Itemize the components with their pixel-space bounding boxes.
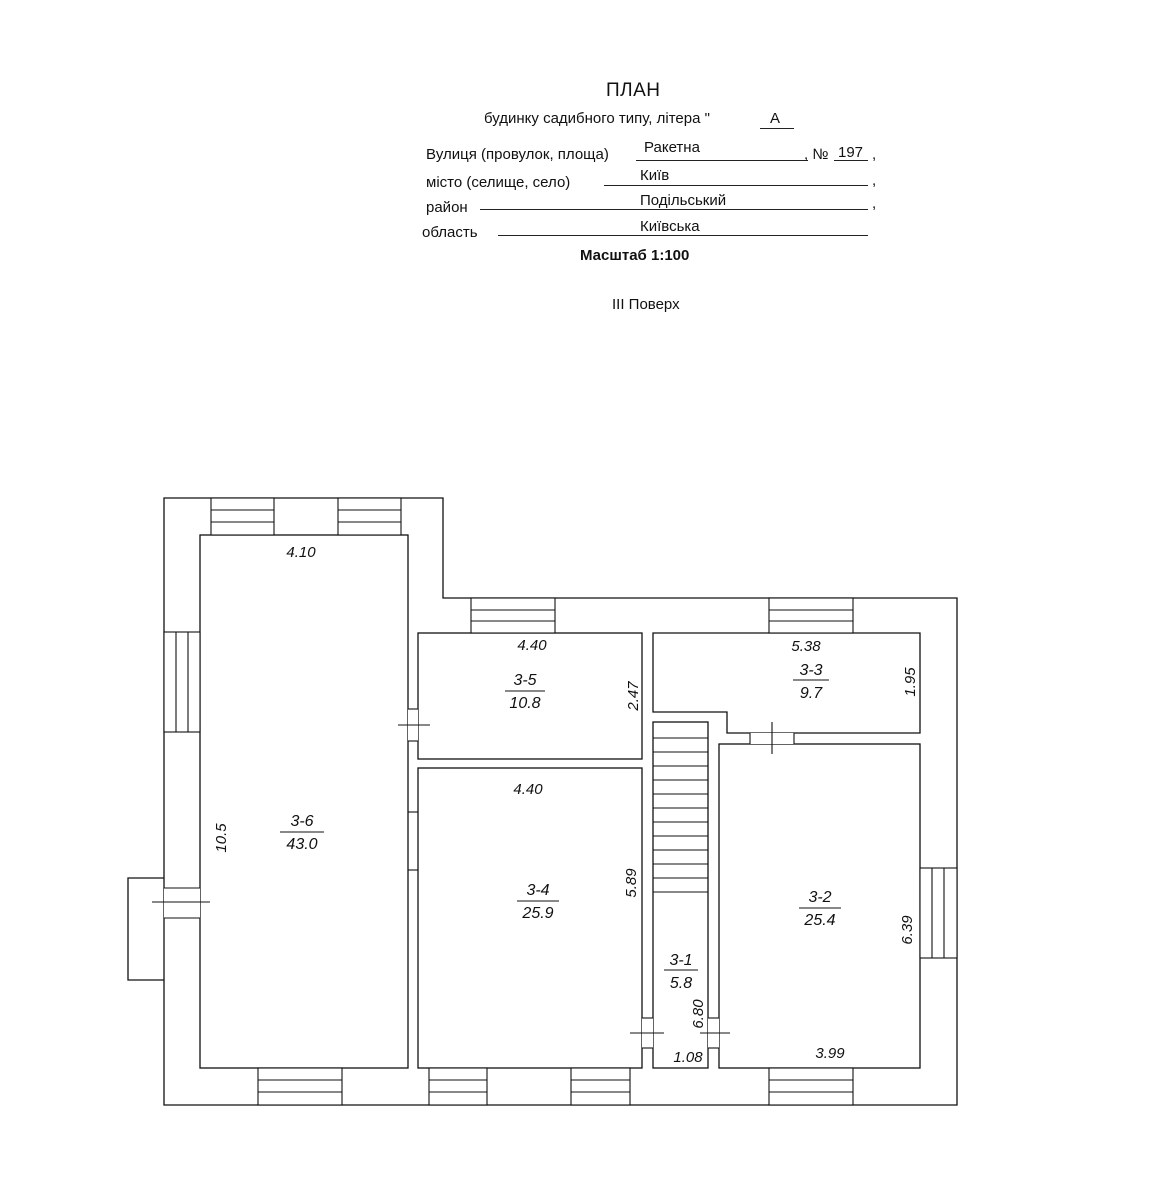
street-underline	[636, 160, 808, 161]
dim-3-4-width: 4.40	[513, 781, 543, 798]
room-3-2-outline	[718, 743, 921, 1069]
window-top-3-3	[768, 597, 854, 634]
window-bottom-2	[428, 1067, 488, 1106]
room-3-6-area: 43.0	[286, 836, 317, 853]
street-comma: ,	[872, 146, 877, 163]
porch	[127, 877, 164, 981]
room-3-2-area: 25.4	[803, 912, 835, 929]
room-3-5-id: 3-5	[513, 672, 536, 689]
number-value: 197	[838, 144, 864, 161]
city-comma: ,	[872, 172, 877, 189]
district-comma: ,	[872, 195, 877, 212]
litera-value: А	[770, 110, 781, 127]
window-left-3-6	[163, 631, 201, 733]
city-underline	[604, 185, 868, 186]
room-3-1-id: 3-1	[669, 952, 692, 969]
door-entrance	[152, 887, 210, 919]
room-3-3-outline	[652, 632, 921, 734]
number-underline	[834, 160, 868, 161]
dim-3-6-length: 10.5	[213, 823, 230, 853]
litera-underline	[760, 128, 794, 129]
dim-3-1-length: 6.80	[690, 999, 707, 1029]
dim-3-2-depth: 6.39	[899, 915, 916, 945]
room-3-1-outline	[652, 721, 709, 1069]
dim-3-3-width: 5.38	[791, 638, 821, 655]
room-3-4-outline	[417, 767, 643, 1069]
dim-3-3-depth: 1.95	[902, 667, 919, 697]
district-underline	[480, 209, 868, 210]
window-right-3-2	[919, 867, 958, 959]
floor-label: III Поверх	[612, 296, 680, 313]
door-3-4-3-1	[630, 1017, 664, 1049]
room-3-5-area: 10.8	[509, 695, 540, 712]
dim-3-2-width: 3.99	[815, 1045, 845, 1062]
scale-label: Масштаб 1:100	[580, 247, 690, 264]
city-value: Київ	[640, 167, 670, 184]
district-label: район	[426, 199, 468, 216]
room-3-4-area: 25.9	[521, 905, 553, 922]
room-3-6-id: 3-6	[290, 813, 313, 830]
window-bottom-1	[257, 1067, 343, 1106]
door-3-1-3-2	[700, 1017, 730, 1049]
room-3-3-id: 3-3	[799, 662, 822, 679]
region-value: Київська	[640, 218, 700, 235]
window-top-left-1	[210, 497, 275, 536]
region-label: область	[422, 224, 478, 241]
district-value: Подільський	[640, 192, 727, 209]
window-top-3-5	[470, 597, 556, 634]
dim-3-5-width: 4.40	[517, 637, 547, 654]
window-top-left-2	[337, 497, 402, 536]
street-label: Вулиця (провулок, площа)	[426, 146, 609, 163]
dim-3-6-width: 4.10	[286, 544, 316, 561]
street-value: Ракетна	[644, 139, 700, 156]
room-3-1-area: 5.8	[670, 975, 692, 992]
dim-3-1-width: 1.08	[673, 1049, 703, 1066]
door-3-3-3-2	[749, 722, 795, 754]
plan-subtitle: будинку садибного типу, літера "	[484, 110, 710, 127]
door-3-6-3-5	[398, 708, 430, 742]
plan-title: ПЛАН	[606, 80, 661, 101]
number-label: , №	[804, 146, 829, 163]
region-underline	[498, 235, 868, 236]
room-3-4-id: 3-4	[526, 882, 549, 899]
dim-3-5-depth: 2.47	[625, 681, 642, 712]
stairs	[653, 737, 708, 893]
room-3-2-id: 3-2	[808, 889, 831, 906]
dim-3-4-depth: 5.89	[623, 868, 640, 898]
outer-wall	[163, 497, 958, 1106]
city-label: місто (селище, село)	[426, 174, 571, 191]
room-3-3-area: 9.7	[800, 685, 823, 702]
room-3-6-outline	[199, 534, 409, 1069]
window-bottom-3	[570, 1067, 631, 1106]
window-bottom-4	[768, 1067, 854, 1106]
door-3-6-3-4	[408, 811, 418, 871]
